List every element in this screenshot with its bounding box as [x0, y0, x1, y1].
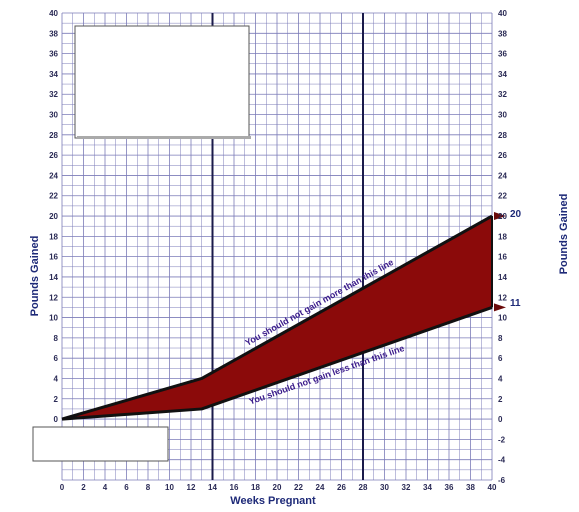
- y-tick-label-left: 12: [49, 293, 58, 302]
- y-tick-label-left: 32: [49, 90, 58, 99]
- x-tick-label: 8: [146, 483, 151, 492]
- y-tick-label-right: 22: [498, 192, 507, 201]
- x-tick-label: 24: [316, 483, 325, 492]
- y-tick-label-right: 10: [498, 314, 507, 323]
- x-tick-label: 34: [423, 483, 432, 492]
- blank-box-top: [74, 25, 250, 139]
- y-tick-label-left: 38: [49, 29, 58, 38]
- x-tick-label: 20: [273, 483, 282, 492]
- x-tick-label: 26: [337, 483, 346, 492]
- y-tick-label-right: -2: [498, 435, 506, 444]
- x-tick-label: 4: [103, 483, 108, 492]
- blank-box-bottom: [32, 426, 169, 462]
- y-tick-label-right: 20: [498, 212, 507, 221]
- y-tick-label-right: 18: [498, 232, 507, 241]
- y-tick-label-right: 6: [498, 354, 503, 363]
- x-tick-label: 28: [359, 483, 368, 492]
- y-tick-label-left: 40: [49, 9, 58, 18]
- y-tick-label-left: 14: [49, 273, 58, 282]
- y-tick-label-right: 36: [498, 50, 507, 59]
- y-tick-label-left: 30: [49, 111, 58, 120]
- lower-limit-line: [61, 305, 493, 421]
- x-tick-label: 14: [208, 483, 217, 492]
- x-tick-label: 30: [380, 483, 389, 492]
- x-tick-label: 38: [466, 483, 475, 492]
- x-tick-label: 10: [165, 483, 174, 492]
- arrow-lower: [494, 303, 506, 312]
- y-tick-label-right: 12: [498, 293, 507, 302]
- y-tick-label-right: 32: [498, 90, 507, 99]
- x-tick-label: 6: [124, 483, 129, 492]
- y-tick-label-right: 2: [498, 395, 503, 404]
- y-tick-label-right: 14: [498, 273, 507, 282]
- x-tick-label: 40: [488, 483, 497, 492]
- band-fill: [62, 216, 492, 420]
- y-tick-label-left: 10: [49, 314, 58, 323]
- weight-band: [61, 212, 506, 421]
- y-tick-label-left: 2: [54, 395, 59, 404]
- y-tick-label-right: 26: [498, 151, 507, 160]
- y-tick-label-right: 8: [498, 334, 503, 343]
- y-tick-label-right: -4: [498, 456, 506, 465]
- x-tick-label: 16: [230, 483, 239, 492]
- y-tick-label-right: 16: [498, 253, 507, 262]
- y-tick-label-left: 34: [49, 70, 58, 79]
- y-tick-label-left: 36: [49, 50, 58, 59]
- end-label-lower: 11: [510, 298, 521, 309]
- y-tick-label-left: 20: [49, 212, 58, 221]
- y-tick-label-left: 22: [49, 192, 58, 201]
- y-tick-label-right: 34: [498, 70, 507, 79]
- y-tick-label-right: -6: [498, 476, 506, 485]
- x-tick-label: 0: [60, 483, 65, 492]
- y-axis-label-left: Pounds Gained: [29, 236, 41, 317]
- upper-limit-line: [61, 214, 493, 421]
- y-tick-label-right: 24: [498, 171, 507, 180]
- y-tick-label-left: 6: [54, 354, 59, 363]
- end-label-upper: 20: [510, 209, 522, 220]
- x-tick-label: 22: [294, 483, 303, 492]
- y-tick-label-right: 4: [498, 374, 503, 383]
- y-tick-label-right: 30: [498, 111, 507, 120]
- y-tick-label-right: 40: [498, 9, 507, 18]
- x-tick-label: 32: [402, 483, 411, 492]
- y-tick-label-left: 0: [54, 415, 59, 424]
- y-tick-label-right: 28: [498, 131, 507, 140]
- arrow-upper: [494, 212, 506, 221]
- x-tick-label: 18: [251, 483, 260, 492]
- x-axis-label: Weeks Pregnant: [230, 495, 316, 507]
- y-tick-label-left: 16: [49, 253, 58, 262]
- y-axis-label-right: Pounds Gained: [558, 194, 570, 275]
- y-tick-label-right: 38: [498, 29, 507, 38]
- y-tick-label-left: 28: [49, 131, 58, 140]
- x-tick-label: 36: [445, 483, 454, 492]
- x-tick-label: 2: [81, 483, 86, 492]
- y-tick-label-left: 26: [49, 151, 58, 160]
- y-tick-label-left: 18: [49, 232, 58, 241]
- y-tick-label-left: 24: [49, 171, 58, 180]
- y-tick-label-left: 4: [54, 374, 59, 383]
- blank-box-top-shadow: [77, 136, 251, 139]
- y-tick-label-left: 8: [54, 334, 59, 343]
- x-tick-label: 12: [187, 483, 196, 492]
- y-tick-label-right: 0: [498, 415, 503, 424]
